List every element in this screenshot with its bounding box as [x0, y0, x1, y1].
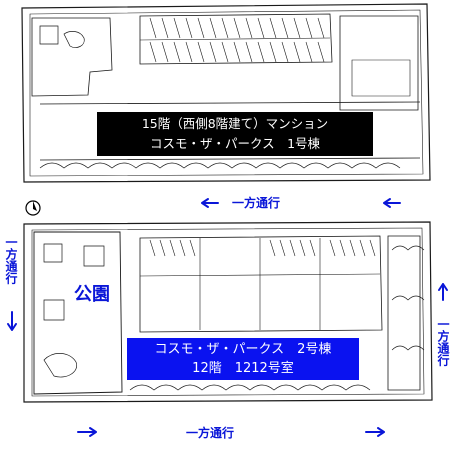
upper-garden [31, 17, 113, 97]
arrow-icon [7, 311, 17, 331]
one-way-label-bottom: 一方通行 [186, 426, 235, 440]
building-1-line-1: 15階（西側8階建て）マンション [141, 116, 329, 131]
arrow-icon [201, 198, 219, 208]
building-1-label: 15階（西側8階建て）マンション コスモ・ザ・パークス 1号棟 [97, 112, 373, 156]
arrow-icon [438, 283, 448, 301]
one-way-label-right: 一方通行 [436, 318, 450, 366]
building-1-line-2: コスモ・ザ・パークス 1号棟 [149, 136, 321, 151]
one-way-label-left: 一方通行 [4, 236, 18, 284]
arrow-icon [383, 198, 401, 208]
upper-right-structure [339, 15, 419, 111]
building-2-line-2: 12階 1212号室 [192, 361, 294, 376]
upper-block-inner [29, 9, 424, 177]
lower-parking [139, 235, 383, 333]
lower-block-inner [31, 227, 425, 397]
arrow-icon [77, 427, 97, 437]
building-2-line-1: コスモ・ザ・パークス 2号棟 [154, 342, 332, 357]
upper-block-outline [21, 3, 431, 183]
one-way-label-middle: 一方通行 [232, 196, 281, 210]
building-2-label: コスモ・ザ・パークス 2号棟 12階 1212号室 [127, 338, 359, 380]
arrow-icon [365, 427, 385, 437]
upper-parking [139, 13, 333, 65]
lower-block-outline [23, 221, 433, 403]
park-label: 公園 [74, 284, 110, 305]
park-area [33, 231, 123, 395]
north-arrow-icon [25, 200, 41, 216]
